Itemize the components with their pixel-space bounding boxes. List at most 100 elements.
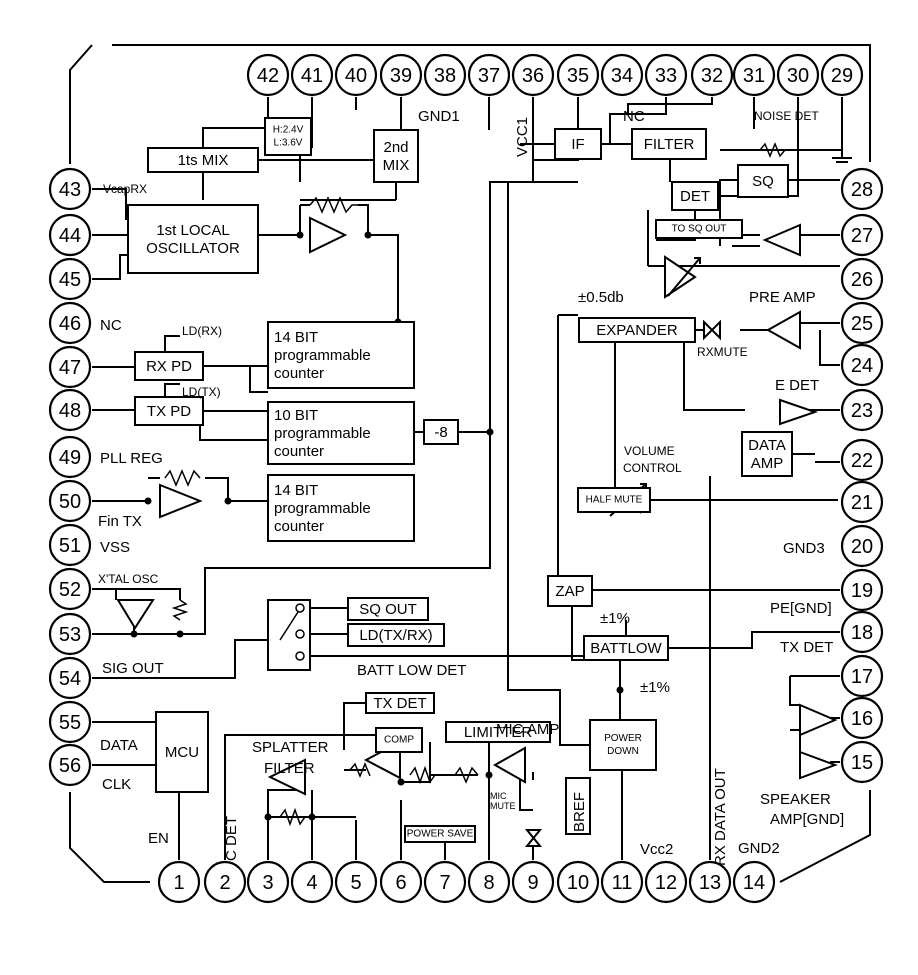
pin-4: 4 xyxy=(290,860,334,904)
pin-42: 42 xyxy=(246,53,290,97)
pin-number: 13 xyxy=(699,872,721,894)
pin-20: 20 xyxy=(840,524,884,568)
det-text: DET xyxy=(680,188,710,205)
pin-17: 17 xyxy=(840,654,884,698)
pin-16: 16 xyxy=(840,696,884,740)
pin-circle xyxy=(290,860,334,904)
pin-circle xyxy=(246,53,290,97)
pin-number: 16 xyxy=(851,708,873,730)
expander-text: EXPANDER xyxy=(596,322,678,339)
vcc2-label: Vcc2 xyxy=(640,841,673,858)
pin-number: 14 xyxy=(743,872,765,894)
to-sq-out-block: TO SQ OUT xyxy=(655,219,743,239)
pin-circle xyxy=(157,860,201,904)
pin-circle xyxy=(840,388,884,432)
power-down-text: DOWN xyxy=(607,746,639,757)
tx-det-box-block: TX DET xyxy=(365,692,435,714)
rx-data-out-label: RX DATA OUT xyxy=(712,768,729,866)
pin-number: 49 xyxy=(59,447,81,469)
pin-21: 21 xyxy=(840,480,884,524)
pin-number: 11 xyxy=(612,872,633,894)
limitter-block: LIMITTER xyxy=(445,721,551,743)
cnt14b-text: 14 BIT xyxy=(274,482,318,499)
pin-number: 22 xyxy=(851,450,873,472)
pe-gnd-label: PE[GND] xyxy=(770,600,832,617)
pin-circle xyxy=(48,656,92,700)
cnt10-text: counter xyxy=(274,443,324,460)
pin-45: 45 xyxy=(48,257,92,301)
fin-tx-label: Fin TX xyxy=(98,513,142,530)
zap-text: ZAP xyxy=(555,583,584,600)
pin-number: 19 xyxy=(851,580,873,602)
pin-circle xyxy=(48,523,92,567)
pin-29: 29 xyxy=(820,53,864,97)
pin-47: 47 xyxy=(48,345,92,389)
filter-box-frame xyxy=(631,128,707,160)
pin-number: 48 xyxy=(59,400,81,422)
pin-number: 26 xyxy=(851,269,873,291)
battlow-text: BATTLOW xyxy=(590,640,662,657)
filter-label: FILTER xyxy=(264,760,315,777)
xtal-osc-label: X'TAL OSC xyxy=(98,572,159,586)
if-text: IF xyxy=(571,136,584,153)
pin-circle xyxy=(840,568,884,612)
cnt14b-frame xyxy=(267,474,415,542)
junction-dots xyxy=(130,231,624,821)
pin-number: 15 xyxy=(851,752,873,774)
pin-1: 1 xyxy=(157,860,201,904)
zap-block: ZAP xyxy=(547,575,593,607)
mic-label: MIC xyxy=(490,791,507,801)
pin-number: 3 xyxy=(262,872,273,894)
pin-54: 54 xyxy=(48,656,92,700)
pin-circle xyxy=(840,696,884,740)
battlow-block: BATTLOW xyxy=(583,635,669,661)
pin-14: 14 xyxy=(732,860,776,904)
limitter-text: LIMITTER xyxy=(464,724,533,741)
pin-circle xyxy=(688,860,732,904)
pin-3: 3 xyxy=(246,860,290,904)
pin-38: 38 xyxy=(423,53,467,97)
cnt14a-text: programmable xyxy=(274,347,371,364)
pin-number: 46 xyxy=(59,313,81,335)
level-adjust-arrow xyxy=(667,257,701,297)
pm1b-label: ±1% xyxy=(640,679,670,696)
pin-circle xyxy=(840,343,884,387)
vcaprx-label: VcapRX xyxy=(103,182,147,196)
pin-49: 49 xyxy=(48,435,92,479)
ld-txrx-block: LD(TX/RX) xyxy=(347,623,445,647)
pin-circle xyxy=(600,860,644,904)
pin-39: 39 xyxy=(379,53,423,97)
batt-low-det-label: BATT LOW DET xyxy=(357,662,466,679)
pin-circle xyxy=(48,301,92,345)
pin-number: 10 xyxy=(567,872,589,894)
tx-pd-block: TX PD xyxy=(134,396,204,426)
pin-number: 37 xyxy=(478,65,500,87)
splatter-label: SPLATTER xyxy=(252,739,329,756)
power-down-frame xyxy=(589,719,657,771)
pin-32: 32 xyxy=(690,53,734,97)
pin-number: 44 xyxy=(59,225,81,247)
amplifiers xyxy=(116,216,838,796)
zap-frame xyxy=(547,575,593,607)
comp-text: COMP xyxy=(384,735,414,746)
cnt14a-text: 14 BIT xyxy=(274,329,318,346)
if-frame xyxy=(554,128,602,160)
pin-number: 33 xyxy=(655,65,677,87)
pin-circle xyxy=(840,257,884,301)
pin-43: 43 xyxy=(48,167,92,211)
ld-rx-label: LD(RX) xyxy=(182,324,222,338)
rx-pd-block: RX PD xyxy=(134,351,204,381)
pin-circle xyxy=(203,860,247,904)
pin-18: 18 xyxy=(840,610,884,654)
pin-number: 56 xyxy=(59,755,81,777)
pin-circle xyxy=(48,388,92,432)
pin-51: 51 xyxy=(48,523,92,567)
pin-circle xyxy=(48,612,92,656)
pin-13: 13 xyxy=(688,860,732,904)
pin-circle xyxy=(48,213,92,257)
pin-number: 38 xyxy=(434,65,456,87)
pin-circle xyxy=(467,53,511,97)
